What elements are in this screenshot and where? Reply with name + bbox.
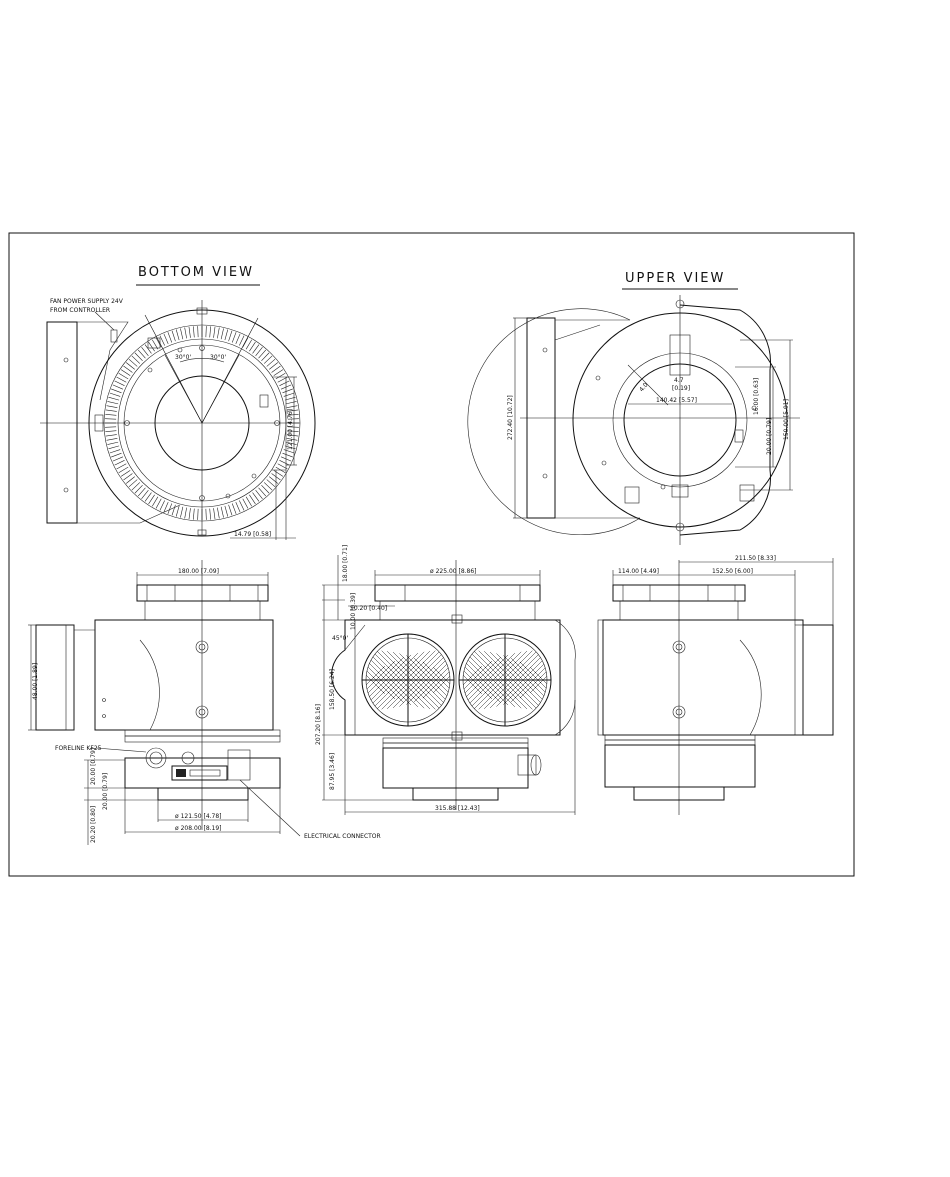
side-left-dim-6: ø 208.00 [8.19] [175, 825, 222, 832]
side-left-dim-9: 20.00 [0.79] [102, 773, 109, 810]
fan-right [458, 633, 552, 727]
fan-power-note-1: FAN POWER SUPPLY 24V [50, 298, 124, 305]
upper-view-title: UPPER VIEW [625, 271, 725, 286]
front-view: ø 225.00 [8.86] [315, 545, 576, 815]
front-dim-2: 18.00 [0.71] [342, 545, 349, 582]
side-right-dim-3: 152.50 [6.00] [712, 568, 753, 575]
side-right-dim-1: 211.50 [8.33] [735, 555, 776, 562]
side-right-dim-2: 114.00 [4.49] [618, 568, 659, 575]
side-left-dim-4: 20.20 [0.80] [90, 806, 97, 843]
bottom-dim-2: 14.79 [0.58] [234, 531, 271, 538]
side-view-left: 180.00 [7.09] 48.00 [1.89] [28, 560, 381, 845]
side-view-right: 211.50 [8.33] 114.00 [4.49] 152.50 [6.00… [597, 555, 834, 815]
fan-power-note-2: FROM CONTROLLER [50, 307, 110, 314]
upper-dim-8: 4.0 [638, 381, 650, 393]
front-dim-3: 10.20 [0.40] [350, 605, 387, 612]
upper-dim-1: 272.40 [10.72] [507, 395, 514, 440]
drawing-frame [8, 232, 855, 877]
bottom-view-title: BOTTOM VIEW [138, 265, 254, 280]
bottom-side-plate [46, 321, 78, 524]
upper-dim-5: 150.00 [5.91] [783, 399, 790, 440]
side-left-dim-1: 180.00 [7.09] [178, 568, 219, 575]
front-dim-8: 315.88 [12.43] [435, 805, 480, 812]
side-left-dim-5: ø 121.50 [4.78] [175, 813, 222, 820]
upper-dim-7: [0.19] [672, 385, 690, 392]
side-left-dim-3: 20.00 [0.79] [90, 748, 97, 785]
bottom-angle-right: 30°0' [210, 354, 226, 361]
fan-left [361, 633, 455, 727]
upper-view: UPPER VIEW 272.40 [10.72] [467, 271, 800, 545]
bottom-dim-1: 121.00 [4.76] [287, 409, 294, 450]
upper-dim-4: 20.00 [0.79] [766, 418, 773, 455]
front-dim-5: 207.20 [8.16] [315, 704, 322, 745]
front-dim-9: 10.00 [0.39] [350, 593, 357, 630]
foreline-note: FORELINE KF25 [55, 745, 102, 752]
front-dim-6: 158.50 [6.24] [329, 669, 336, 710]
upper-dim-3: 16.00 [0.63] [753, 378, 760, 415]
upper-dim-6: 4.7 [674, 377, 684, 384]
bottom-angle-left: 30°0' [175, 354, 191, 361]
side-left-dim-2: 48.00 [1.89] [32, 663, 39, 700]
bottom-view: BOTTOM VIEW 30°0' 30°0' [40, 265, 316, 540]
upper-dim-2: 140.42 [5.57] [656, 397, 697, 404]
front-dim-7: 87.95 [3.46] [329, 753, 336, 790]
front-dim-1: ø 225.00 [8.86] [430, 568, 477, 575]
electrical-note: ELECTRICAL CONNECTOR [304, 833, 381, 840]
front-dim-4: 45°0' [332, 635, 348, 642]
